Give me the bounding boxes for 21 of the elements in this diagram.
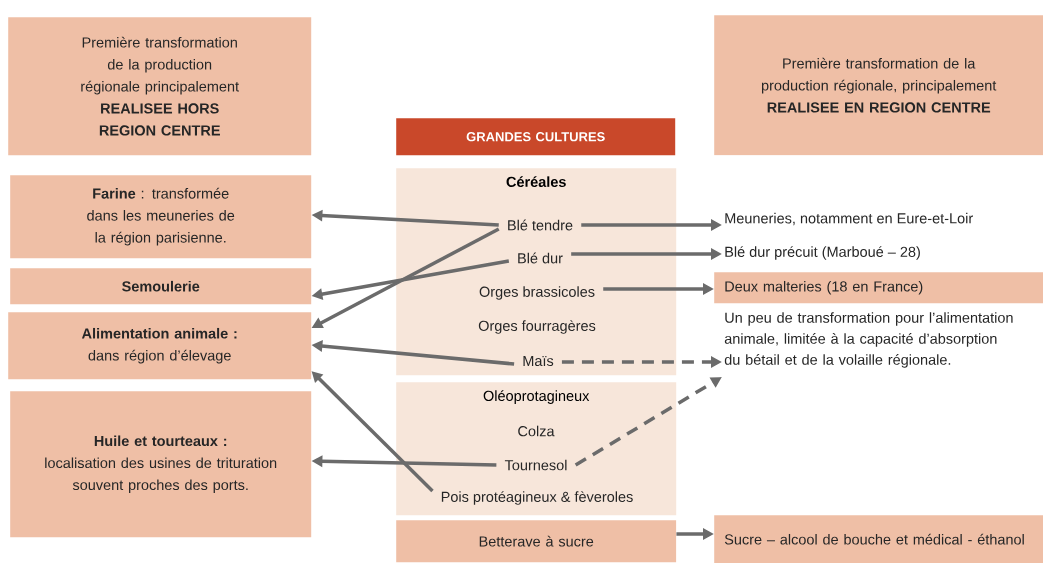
info-box: Première transformation de la production régionale, principalement REALISEE EN REGION CENTRE xyxy=(714,15,1043,156)
destination-text: Un peu de transformation pour l’alimentation animale, limitée à la capacité d’absorption du bétail et de la volaille régionale. xyxy=(724,312,1013,368)
info-box: Deux malteries (18 en France) xyxy=(714,272,1043,304)
destination-text: Blé dur précuit (Marboué – 28) xyxy=(725,246,920,260)
destination-text: Meuneries, notamment en Eure-et-Loir xyxy=(725,212,973,226)
info-box: Sucre – alcool de bouche et médical - éthanol xyxy=(714,515,1043,563)
crop-label: Orges brassicoles xyxy=(479,286,595,300)
info-box: Betterave à sucre xyxy=(396,520,677,563)
crop-label: Pois protéagineux & fèveroles xyxy=(441,491,633,505)
crop-label: Maïs xyxy=(523,355,554,367)
crop-label: Tournesol xyxy=(504,459,567,471)
info-box: Huile et tourteaux : localisation des usines de trituration souvent proches des ports. xyxy=(10,391,312,538)
header-bar: GRANDES CULTURES xyxy=(396,118,676,156)
crop-label: Colza xyxy=(518,425,555,437)
crop-label: Blé dur xyxy=(518,252,563,264)
info-box: Première transformation de la production régionale principalement REALISEE HORS REGION CENTRE xyxy=(8,17,312,156)
info-box: Alimentation animale : dans région d’élevage xyxy=(8,312,312,380)
crop-label: Orges fourragères xyxy=(478,320,596,334)
crop-label: Blé tendre xyxy=(508,219,573,231)
info-box: Farine : transformée dans les meuneries de la région parisienne. xyxy=(10,175,312,259)
info-box: Semoulerie xyxy=(10,268,312,305)
